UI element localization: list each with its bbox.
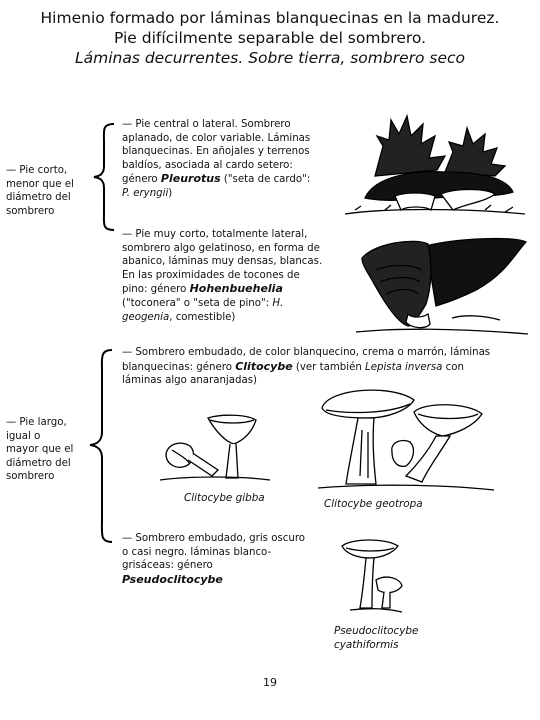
- key2a-line2-suffix: (ver también: [292, 361, 366, 373]
- key2-label: — Pie largo, igual o mayor que el diámet…: [6, 416, 90, 484]
- key1b-line-4: En las proximidades de tocones de: [122, 269, 300, 281]
- species-h: H.: [272, 297, 284, 309]
- key2a-line2-end: con: [442, 361, 464, 373]
- key1b-line-1: — Pie muy corto, totalmente lateral,: [122, 229, 308, 240]
- key2-option-a: — Sombrero embudado, de color blanquecin…: [122, 346, 532, 388]
- key1a-line-4: baldíos, asociada al cardo setero:: [122, 159, 293, 171]
- key2-line-1: — Pie largo,: [6, 417, 67, 428]
- key1b-line-7: geogenia, comestible): [122, 311, 352, 325]
- hohenbuehelia-illustration: [355, 237, 529, 335]
- key1a-line-5: género Pleurotus ("seta de cardo":: [122, 172, 342, 187]
- brace-2: [89, 349, 113, 543]
- species-geogenia: geogenia: [122, 311, 170, 323]
- caption-pseudo-line-2: cyathiformis: [334, 639, 399, 651]
- key1b-line-2: sombrero algo gelatinoso, en forma de: [122, 242, 320, 254]
- key1-line-2: diámetro del: [6, 192, 71, 204]
- pseudoclitocybe-illustration: [341, 539, 403, 613]
- header-line-2: Pie difícilmente separable del sombrero.: [113, 29, 427, 47]
- header-line-3: Láminas decurrentes. Sobre tierra, sombr…: [74, 49, 466, 67]
- key1a-genus-suffix: ("seta de cardo":: [220, 174, 311, 186]
- key1b-line7-suffix: , comestible): [169, 311, 236, 323]
- caption-pseudo-line-1: Pseudoclitocybe: [334, 625, 419, 637]
- key1-option-b: — Pie muy corto, totalmente lateral, som…: [122, 228, 352, 324]
- genus-hohenbuehelia: Hohenbuehelia: [189, 282, 283, 296]
- key2b-line-4: Pseudoclitocybe: [122, 573, 332, 588]
- key1b-line6-prefix: ("toconera" o "seta de pino":: [122, 297, 273, 309]
- key2-option-b: — Sombrero embudado, gris oscuro o casi …: [122, 532, 332, 587]
- caption-clitocybe-geotropa: Clitocybe geotropa: [324, 498, 423, 510]
- key2b-line-2: o casi negro. láminas blanco-: [122, 546, 272, 558]
- key2-line-4: diámetro del: [6, 457, 71, 469]
- key1a-genus-prefix: género: [122, 174, 161, 186]
- key1a-line-6: P. eryngii): [122, 187, 342, 201]
- key1b-line-6: ("toconera" o "seta de pino": H.: [122, 297, 352, 311]
- key2b-line-1: — Sombrero embudado, gris oscuro: [122, 533, 306, 544]
- species-p-eryngii: P. eryngii: [122, 187, 169, 199]
- clitocybe-geotropa-illustration: [317, 389, 495, 491]
- page-number: 19: [263, 676, 277, 689]
- key2a-line-3: láminas algo anaranjadas): [122, 375, 257, 387]
- key2-line-5: sombrero: [6, 471, 55, 483]
- genus-pseudoclitocybe: Pseudoclitocybe: [122, 572, 223, 586]
- caption-clitocybe-gibba: Clitocybe gibba: [184, 492, 265, 504]
- key1-line-1: menor que el: [6, 178, 74, 190]
- key2b-line-3: grisáceas: género: [122, 560, 213, 572]
- genus-clitocybe: Clitocybe: [235, 359, 293, 373]
- genus-pleurotus: Pleurotus: [160, 172, 221, 186]
- key2a-line-1: — Sombrero embudado, de color blanquecin…: [122, 347, 491, 358]
- key2a-line-2: blanquecinas: género Clitocybe (ver tamb…: [122, 360, 532, 375]
- key1-lead: — Pie corto,: [6, 165, 68, 176]
- key1b-line-3: abanico, láminas muy densas, blancas.: [122, 256, 323, 268]
- key2-line-3: mayor que el: [6, 444, 74, 456]
- pleurotus-eryngii-illustration: [344, 113, 526, 215]
- key1-line-3: sombrero: [6, 205, 55, 217]
- key1b-line-5: pino: género Hohenbuehelia: [122, 282, 352, 297]
- key2a-line2-prefix: blanquecinas: género: [122, 361, 236, 373]
- key1a-species-suffix: ): [168, 187, 173, 199]
- header-line-1: Himenio formado por láminas blanquecinas…: [40, 9, 500, 27]
- key1-label: — Pie corto, menor que el diámetro del s…: [6, 164, 90, 218]
- species-lepista-inversa: Lepista inversa: [365, 361, 443, 373]
- key1a-line-1: — Pie central o lateral. Sombrero: [122, 119, 291, 130]
- page-header: Himenio formado por láminas blanquecinas…: [0, 8, 540, 68]
- caption-pseudoclitocybe: Pseudoclitocybe cyathiformis: [334, 624, 418, 652]
- key1a-line-2: aplanado, de color variable. Láminas: [122, 132, 311, 144]
- key2-line-2: igual o: [6, 430, 41, 442]
- brace-1: [93, 123, 115, 231]
- clitocybe-gibba-illustration: [159, 414, 271, 481]
- key1a-line-3: blanquecinas. En añojales y terrenos: [122, 146, 310, 158]
- key1b-genus-prefix: pino: género: [122, 284, 190, 296]
- key1-option-a: — Pie central o lateral. Sombrero aplana…: [122, 118, 342, 201]
